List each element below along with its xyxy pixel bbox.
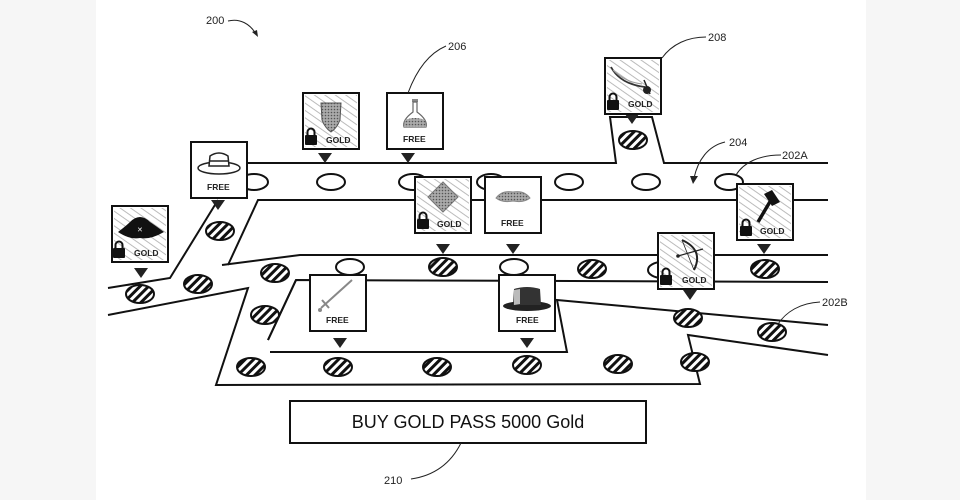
free-badge: FREE <box>326 315 349 325</box>
pointer-triangle <box>757 244 771 254</box>
pointer-triangle <box>401 153 415 163</box>
potion-flask-icon <box>403 99 427 128</box>
lock-icon <box>660 267 672 285</box>
track-node-completed[interactable] <box>323 357 353 377</box>
reward-shield[interactable]: GOLD <box>302 92 360 150</box>
reference-label-210: 210 <box>384 475 402 487</box>
track-node-completed[interactable] <box>422 357 452 377</box>
track-node-completed[interactable] <box>603 354 633 374</box>
pointer-triangle <box>318 153 332 163</box>
track-node-completed[interactable] <box>183 274 213 294</box>
gold-badge: GOLD <box>437 219 462 229</box>
pointer-triangle <box>333 338 347 348</box>
track-node-completed[interactable] <box>125 284 155 304</box>
pirate-hat-icon: ✕ <box>118 217 164 239</box>
track-node-completed[interactable] <box>757 322 787 342</box>
callout-206: 206 <box>407 41 466 94</box>
reward-bow[interactable]: GOLD <box>657 232 715 290</box>
track-node-open[interactable] <box>554 173 584 191</box>
pointer-triangle <box>683 290 697 300</box>
free-badge: FREE <box>501 218 524 228</box>
reward-pirate-hat[interactable]: ✕ GOLD <box>111 205 169 263</box>
reward-scimitar[interactable]: GOLD <box>604 57 662 115</box>
free-badge: FREE <box>207 182 230 192</box>
callout-202B: 202B <box>777 297 848 325</box>
reference-label-202A: 202A <box>782 150 808 162</box>
lock-icon <box>417 211 429 229</box>
scimitar-icon <box>610 66 651 95</box>
hammer-icon <box>756 190 780 223</box>
track-node-open[interactable] <box>499 258 529 276</box>
gold-badge: GOLD <box>134 248 159 258</box>
sword-icon <box>318 279 353 312</box>
bow-and-arrow-icon <box>676 239 704 271</box>
figure-number-label: 200 <box>206 15 224 27</box>
shield-icon <box>320 102 342 133</box>
callout-204: 204 <box>690 137 747 184</box>
track-node-completed[interactable] <box>205 221 235 241</box>
track-node-completed[interactable] <box>236 357 266 377</box>
gold-badge: GOLD <box>628 99 653 109</box>
track-node-completed[interactable] <box>250 305 280 325</box>
straw-hat-icon <box>197 152 241 175</box>
pointer-triangle <box>625 114 639 124</box>
lock-icon <box>113 240 125 258</box>
reward-sword[interactable]: FREE <box>309 274 367 332</box>
track-node-completed[interactable] <box>673 308 703 328</box>
pointer-triangle <box>520 338 534 348</box>
top-hat-icon <box>503 287 551 311</box>
gold-badge: GOLD <box>326 135 351 145</box>
gold-badge: GOLD <box>760 226 785 236</box>
track-node-completed[interactable] <box>428 257 458 277</box>
buy-gold-pass-label: BUY GOLD PASS 5000 Gold <box>352 412 584 432</box>
pointer-triangle <box>134 268 148 278</box>
svg-text:✕: ✕ <box>137 227 143 234</box>
pointer-triangle <box>506 244 520 254</box>
gold-badge: GOLD <box>682 275 707 285</box>
lock-icon <box>740 218 752 236</box>
track-node-open[interactable] <box>335 258 365 276</box>
buy-gold-pass-button[interactable]: BUY GOLD PASS 5000 Gold <box>289 400 647 444</box>
reference-label-202B: 202B <box>822 297 848 309</box>
track-node-completed[interactable] <box>577 259 607 279</box>
reference-label-208: 208 <box>708 32 726 44</box>
callout-210: 210 <box>384 442 462 487</box>
track-node-open[interactable] <box>631 173 661 191</box>
track-node-completed[interactable] <box>260 263 290 283</box>
reference-label-204: 204 <box>729 137 747 149</box>
gem-icon <box>427 181 459 213</box>
wig-icon <box>495 191 531 203</box>
pointer-triangle <box>211 200 225 210</box>
reward-potion[interactable]: FREE <box>386 92 444 150</box>
callout-202A: 202A <box>735 150 808 176</box>
track-node-open[interactable] <box>316 173 346 191</box>
track-node-completed[interactable] <box>680 352 710 372</box>
reward-hammer[interactable]: GOLD <box>736 183 794 241</box>
lock-icon <box>305 127 317 145</box>
free-badge: FREE <box>403 134 426 144</box>
lock-icon <box>607 92 619 110</box>
reward-wig[interactable]: FREE <box>484 176 542 234</box>
reference-label-206: 206 <box>448 41 466 53</box>
reward-pointers <box>134 114 771 348</box>
reward-straw-hat[interactable]: FREE <box>190 141 248 199</box>
left-margin <box>0 0 96 500</box>
striped-nodes <box>125 130 787 377</box>
right-margin <box>866 0 960 500</box>
track-node-completed[interactable] <box>750 259 780 279</box>
pointer-triangle <box>436 244 450 254</box>
reward-top-hat[interactable]: FREE <box>498 274 556 332</box>
reward-gem[interactable]: GOLD <box>414 176 472 234</box>
track-node-completed[interactable] <box>512 355 542 375</box>
track-node-completed[interactable] <box>618 130 648 150</box>
figure-reference-200: 200 <box>206 15 258 37</box>
free-badge: FREE <box>516 315 539 325</box>
callout-208: 208 <box>661 32 726 59</box>
